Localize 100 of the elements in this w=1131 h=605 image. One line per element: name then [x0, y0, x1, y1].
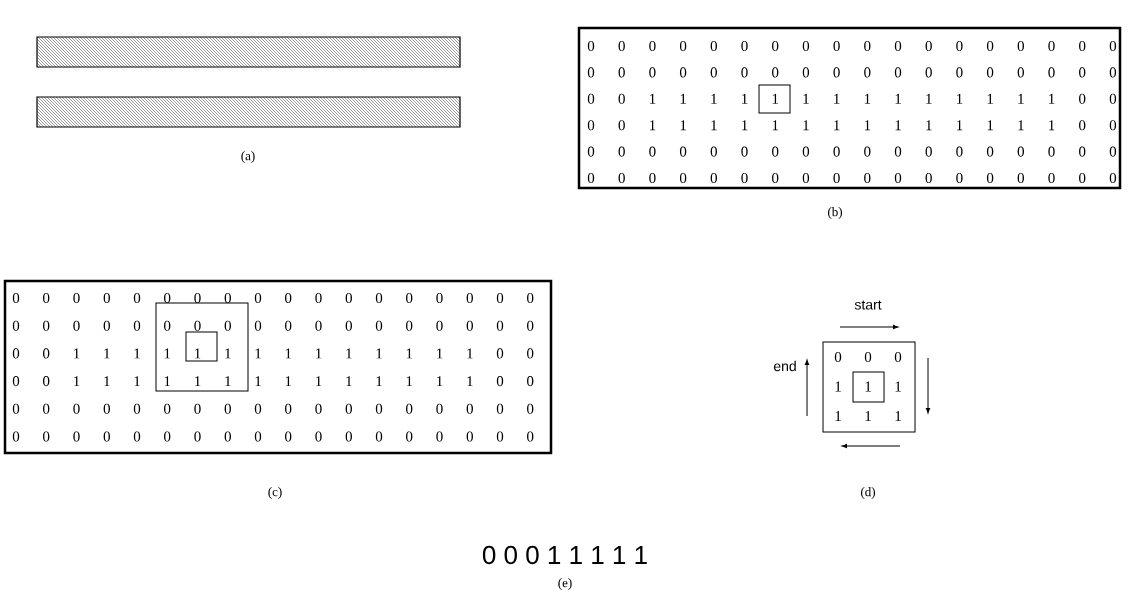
grid-digit: 0 [1109, 172, 1117, 184]
grid-digit: 1 [680, 93, 686, 104]
grid-digit: 0 [466, 320, 473, 331]
grid-digit: 0 [679, 146, 687, 157]
grid-digit: 0 [527, 348, 534, 359]
grid-digit: 0 [496, 320, 504, 331]
grid-digit: 0 [194, 292, 201, 304]
grid-digit: 0 [1048, 40, 1055, 52]
grid-digit: 0 [618, 120, 625, 131]
grid-digit: 0 [772, 172, 779, 184]
grid-digit: 1 [711, 93, 717, 104]
grid-digit: 0 [345, 403, 352, 414]
grid-digit: 0 [864, 172, 871, 184]
grid-digit: 1 [864, 93, 871, 104]
grid-digit: 0 [164, 403, 171, 414]
grid-digit: 0 [103, 292, 110, 304]
grid-digit: 0 [1079, 67, 1086, 78]
grid-digit: 0 [1079, 172, 1086, 184]
grid-digit: 0 [133, 403, 141, 414]
grid-digit: 0 [43, 431, 50, 442]
panel-caption: (b) [828, 207, 843, 219]
grid-digit: 1 [164, 376, 171, 387]
grid-digit: 0 [12, 403, 20, 414]
grid-digit: 1 [803, 93, 809, 104]
grid-digit: 1 [864, 120, 871, 131]
grid-digit: 0 [710, 172, 717, 184]
grid-digit: 0 [164, 292, 171, 304]
grid-digit: 0 [12, 376, 20, 387]
grid-digit: 1 [772, 93, 779, 104]
grid-digit: 0 [649, 40, 656, 52]
grid-digit: 1 [650, 120, 656, 131]
grid-digit: 0 [285, 431, 292, 442]
grid-digit: 0 [43, 292, 50, 304]
grid-digit: 1 [346, 376, 352, 387]
grid-digit: 1 [1049, 93, 1055, 104]
grid-digit: 0 [194, 431, 201, 442]
grid-digit: 0 [587, 120, 595, 131]
grid-digit: 0 [315, 431, 322, 442]
grid-digit: 0 [345, 431, 352, 442]
grid-digit: 0 [1017, 172, 1024, 184]
grid-digit: 1 [467, 348, 473, 359]
grid-digit: 0 [925, 172, 932, 184]
grid-digit: 0 [710, 40, 717, 52]
grid-digit: 0 [894, 351, 902, 363]
grid-digit: 0 [772, 146, 779, 157]
code-string: 0 0 0 1 1 1 1 1 [482, 545, 647, 565]
grid-digit: 1 [285, 348, 292, 359]
grid-digit: 0 [436, 320, 443, 331]
grid-digit: 0 [986, 172, 994, 184]
grid-digit: 0 [194, 320, 201, 331]
grid-digit: 1 [376, 376, 382, 387]
grid-digit: 1 [742, 93, 748, 104]
grid-digit: 0 [679, 172, 687, 184]
grid-digit: 0 [649, 146, 656, 157]
grid-digit: 1 [742, 120, 748, 131]
grid-digit: 0 [496, 376, 504, 387]
grid-digit: 0 [12, 348, 20, 359]
grid-digit: 0 [375, 431, 383, 442]
grid-digit: 1 [803, 120, 809, 131]
grid-digit: 0 [986, 67, 994, 78]
direction-label: end [773, 360, 796, 372]
grid-digit: 0 [649, 67, 656, 78]
grid-digit: 0 [986, 40, 994, 52]
grid-digit: 0 [956, 172, 963, 184]
grid-digit: 0 [285, 403, 292, 414]
grid-digit: 0 [772, 40, 779, 52]
grid-digit: 1 [406, 376, 413, 387]
grid-digit: 0 [496, 348, 504, 359]
grid-digit: 1 [74, 376, 80, 387]
grid-digit: 0 [864, 67, 871, 78]
grid-digit: 0 [1048, 172, 1055, 184]
grid-digit: 0 [587, 40, 595, 52]
grid-digit: 0 [741, 40, 748, 52]
grid-digit: 1 [926, 120, 932, 131]
grid-digit: 0 [103, 431, 110, 442]
grid-digit: 0 [679, 67, 687, 78]
grid-digit: 0 [1109, 120, 1117, 131]
grid-digit: 1 [104, 376, 110, 387]
grid-digit: 0 [73, 431, 80, 442]
grid-digit: 0 [618, 146, 625, 157]
grid-digit: 0 [587, 93, 595, 104]
grid-digit: 0 [496, 403, 504, 414]
grid-digit: 1 [74, 348, 80, 359]
grid-digit: 0 [103, 403, 110, 414]
grid-digit: 0 [43, 376, 50, 387]
grid-digit: 0 [864, 146, 871, 157]
grid-digit: 0 [587, 172, 595, 184]
grid-digit: 0 [164, 431, 171, 442]
grid-digit: 0 [466, 431, 473, 442]
grid-digit: 0 [254, 292, 262, 304]
panel-caption: (e) [558, 578, 572, 590]
grid-digit: 0 [1017, 67, 1024, 78]
grid-digit: 0 [587, 67, 595, 78]
grid-digit: 0 [527, 403, 534, 414]
grid-digit: 0 [894, 146, 902, 157]
grid-digit: 0 [649, 172, 656, 184]
grid-digit: 0 [43, 348, 50, 359]
grid-digit: 1 [650, 93, 656, 104]
grid-digit: 1 [895, 93, 901, 104]
grid-digit: 0 [466, 292, 473, 304]
